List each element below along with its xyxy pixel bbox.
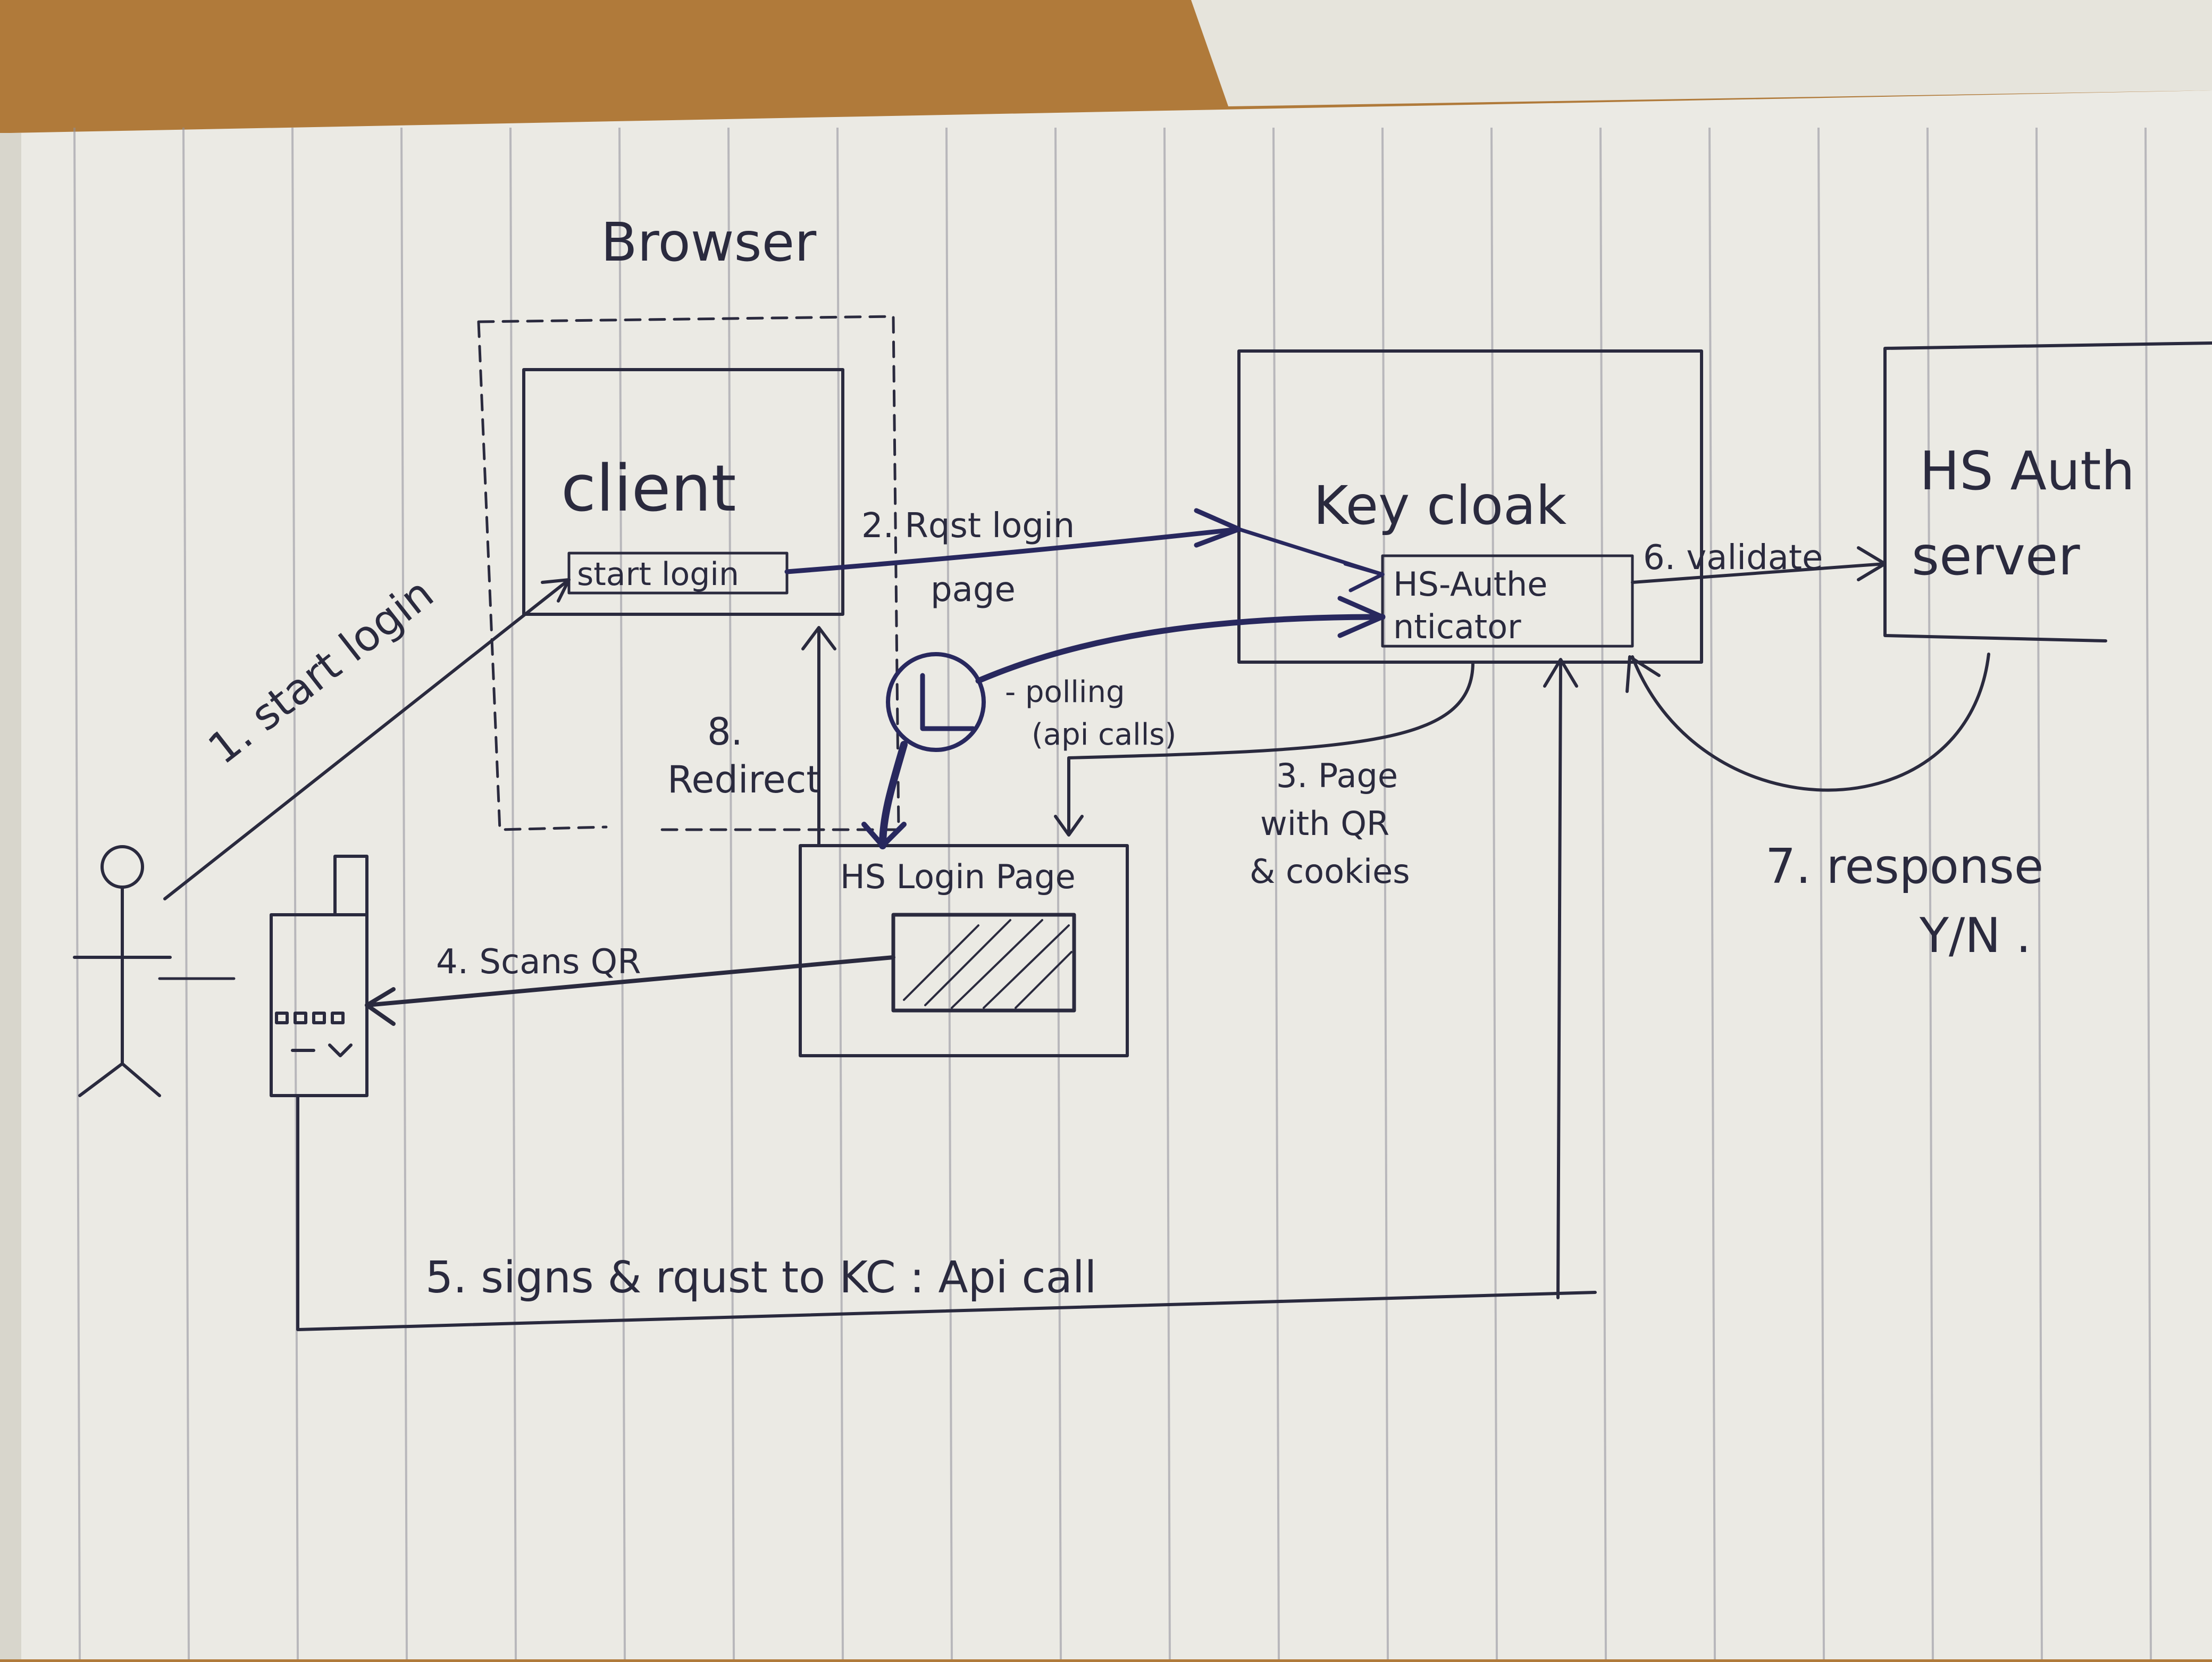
ruling-line [1163, 127, 1171, 1660]
arrow-clock-to-login-page [879, 741, 908, 849]
back-page [1191, 0, 2212, 106]
arrow-rqst-login-page [784, 527, 1242, 574]
ruling-line [1926, 127, 1934, 1660]
ruling-line [1599, 127, 1607, 1660]
keycloak-title: Key cloak [1313, 474, 1566, 537]
ruling-line [2144, 127, 2152, 1660]
step3-label-line2: with QR [1260, 804, 1389, 843]
step3-label-line3: & cookies [1250, 852, 1410, 891]
step2-label-line2: page [931, 570, 1016, 609]
hs-auth-server-title-line1: HS Auth [1920, 440, 2135, 502]
polling-label-line2: (api calls) [1032, 717, 1176, 752]
client-title: client [561, 452, 736, 526]
ruling-lines [73, 127, 2152, 1660]
hs-authenticator-box [1381, 554, 1634, 648]
arrow-scans-qr [365, 955, 895, 1007]
hs-login-page-title: HS Login Page [840, 857, 1076, 896]
arrow-response [1631, 653, 1990, 792]
hs-auth-server-box [1883, 341, 2212, 642]
client-start-login-label: start login [577, 556, 739, 593]
arrow-to-authenticator [1556, 661, 1562, 1299]
step7-label-line1: 7. response [1765, 839, 2043, 895]
ruling-line [2035, 127, 2043, 1660]
ruling-line [182, 127, 190, 1660]
step7-label-line2: Y/N . [1919, 908, 2031, 964]
hs-authenticator-label-line2: nticator [1393, 607, 1521, 646]
ruling-line [400, 127, 408, 1660]
ruling-line [73, 127, 81, 1660]
hs-auth-server-title-line2: server [1912, 525, 2080, 587]
ruling-line [1272, 127, 1280, 1660]
step5-label: 5. signs & rqust to KC : Api call [425, 1252, 1096, 1303]
keycloak-box [1237, 349, 1703, 664]
ruling-line [618, 127, 626, 1660]
step8-label-line2: Redirect [667, 758, 821, 801]
step4-label: 4. Scans QR [436, 942, 641, 982]
arrow-validate [1631, 562, 1887, 584]
client-box [522, 368, 844, 616]
hs-authenticator-label-line1: HS-Authe [1393, 565, 1547, 604]
browser-boundary [477, 315, 900, 831]
hs-login-page-box [799, 844, 1129, 1057]
stick-figure-icon [73, 845, 172, 1097]
arrow-page-with-qr [1067, 661, 1474, 834]
page-edge [0, 133, 21, 1659]
ruling-line [509, 127, 517, 1660]
ruling-line [1381, 127, 1389, 1660]
arrow-signs-request [296, 1094, 1597, 1331]
step3-label-line1: 3. Page [1276, 756, 1398, 795]
ruling-line [1708, 127, 1716, 1660]
ruling-line [836, 127, 844, 1660]
ruling-line [291, 127, 299, 1660]
ruling-line [1054, 127, 1062, 1660]
ruling-line [727, 127, 735, 1660]
arrow-polling [975, 614, 1386, 684]
ruling-line [945, 127, 953, 1660]
step8-label-line1: 8. [707, 710, 743, 754]
browser-label: Browser [601, 211, 817, 273]
polling-label-line1: - polling [1005, 675, 1125, 709]
step6-label: 6. validate [1643, 538, 1823, 578]
clock-icon [886, 652, 986, 752]
qr-code-icon [891, 913, 1076, 1013]
notebook-page [11, 90, 2212, 1659]
arrow-start-login [163, 578, 571, 900]
step2-label-line1: 2. Rqst login [861, 506, 1075, 546]
ruling-line [1817, 127, 1825, 1660]
connector-arrows [163, 508, 1990, 1331]
ruling-line [1490, 127, 1498, 1660]
